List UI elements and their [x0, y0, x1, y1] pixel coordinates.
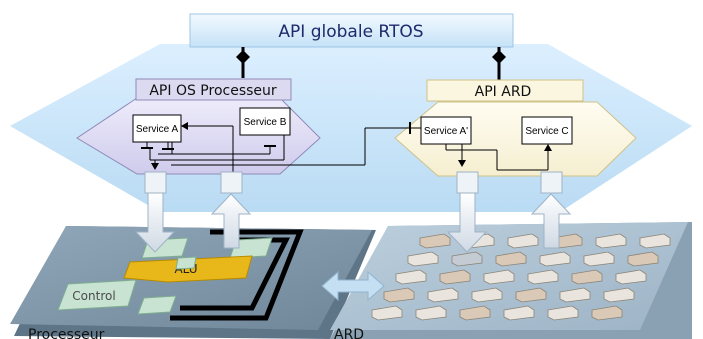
ard-api-label-box [426, 79, 584, 102]
service-c-label: Service C [525, 126, 568, 137]
ard-up-arrow [530, 193, 572, 249]
ard-cell [451, 251, 483, 267]
ard-cell [595, 233, 627, 249]
processor-port-right [220, 171, 243, 194]
ard-cell [371, 305, 403, 321]
global-api-connector-right [492, 47, 506, 82]
ard-cell [515, 287, 547, 303]
ard-cell [483, 269, 515, 285]
ard-cell-grid [371, 233, 671, 321]
ard-cell [427, 287, 459, 303]
ard-cell [459, 305, 491, 321]
processor-api-label-box [135, 78, 292, 101]
service-a-prime-box [420, 116, 472, 145]
ard-cell [415, 305, 447, 321]
ard-port-left [456, 171, 479, 194]
global-api-bar [189, 13, 514, 48]
ard-cell [615, 269, 647, 285]
service-a-prime-down-arrowhead [458, 160, 466, 167]
ard-cell [495, 251, 527, 267]
ard-cell [559, 287, 591, 303]
ard-cell [507, 233, 539, 249]
global-api-label: API globale RTOS [278, 22, 423, 42]
processor-down-arrow [134, 192, 176, 253]
service-c-box [521, 116, 573, 145]
ard-port-right [540, 171, 563, 194]
alu-small-block [175, 256, 197, 270]
ard-cell [571, 269, 603, 285]
ard-cell [527, 269, 559, 285]
control-block [57, 279, 137, 311]
ard-cell [407, 251, 439, 267]
ard-cell [583, 251, 615, 267]
ard-cell [639, 233, 671, 249]
service-a-arrowhead [181, 122, 188, 130]
ard-cell [439, 269, 471, 285]
service-b-box [239, 107, 291, 136]
control-block-upper-right [229, 237, 273, 259]
ard-cell [603, 287, 635, 303]
service-a-down-arrowhead [151, 163, 159, 170]
control-label: Control [72, 289, 115, 303]
processor-api-label: API OS Processeur [149, 83, 277, 99]
ard-cell [627, 251, 659, 267]
processor-service-connections [141, 125, 421, 175]
ard-cell [419, 233, 451, 249]
ard-down-arrow [446, 192, 488, 253]
ard-api-label: API ARD [475, 84, 532, 100]
service-a-box [132, 114, 182, 143]
processor-up-arrow [210, 193, 252, 249]
ard-label: ARD [334, 327, 364, 339]
ard-service-connections [445, 144, 549, 171]
ard-cell [503, 305, 535, 321]
ard-cell [539, 251, 571, 267]
service-a-prime-label: Service A' [424, 126, 468, 137]
ard-cell [547, 305, 579, 321]
ard-cell [471, 287, 503, 303]
processor-port-left [144, 171, 167, 194]
ard-cell [383, 287, 415, 303]
control-block-small [137, 295, 177, 315]
global-api-connector-left [236, 47, 250, 78]
service-a-label: Service A [136, 124, 179, 135]
processor-label: Processeur [28, 327, 105, 339]
processor-ard-bidirectional-arrow [321, 270, 385, 302]
ard-cell [395, 269, 427, 285]
alu-block [123, 255, 253, 283]
service-c-up-arrowhead [544, 144, 552, 151]
service-b-label: Service B [244, 117, 287, 128]
ard-cell [591, 305, 623, 321]
